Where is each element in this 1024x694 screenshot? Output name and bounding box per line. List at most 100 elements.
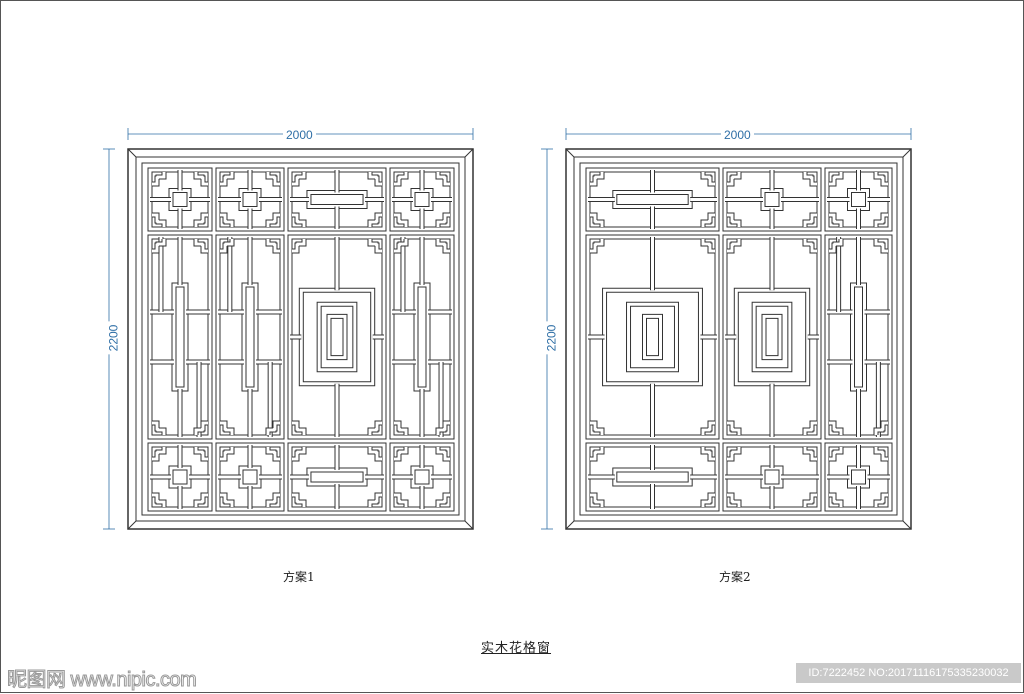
lattice-bar-core: [723, 235, 821, 439]
lattice-bar-core: [701, 447, 715, 461]
lattice-bar-core: [390, 443, 454, 511]
lattice-bar-core: [152, 493, 166, 507]
frame-miter-line: [127, 520, 137, 530]
lattice-bar-core: [394, 172, 408, 186]
lattice-bar-core: [368, 447, 382, 461]
lattice-bar-core: [152, 239, 166, 253]
lattice-bar-core: [266, 172, 280, 186]
lattice-bar-core: [390, 235, 454, 439]
window-2-height-dimension: 2200: [544, 321, 559, 355]
lattice-bar-core: [368, 421, 382, 435]
lattice-bar-core: [148, 168, 212, 231]
window-frame-inner: [579, 162, 898, 516]
lattice-bar-core: [734, 288, 810, 386]
lattice-bar-core: [803, 213, 817, 227]
lattice-bar-core: [436, 239, 450, 253]
lattice-bar-core: [266, 213, 280, 227]
lattice-bar-core: [874, 493, 888, 507]
lattice-bar-core: [152, 213, 166, 227]
lattice-bar-core: [829, 493, 843, 507]
lattice-bar-core: [152, 172, 166, 186]
lattice-bar-core: [590, 213, 604, 227]
lattice-bar-core: [825, 443, 892, 511]
lattice-bar-core: [368, 239, 382, 253]
lattice-bar-core: [436, 213, 450, 227]
window-2-width-dimension: 2000: [721, 128, 754, 142]
frame-miter-line: [902, 148, 912, 158]
lattice-bar-core: [288, 443, 386, 511]
lattice-bar-core: [727, 421, 741, 435]
lattice-window-2: [565, 148, 912, 530]
lattice-bar-core: [394, 239, 408, 253]
lattice-bar-core: [752, 302, 792, 372]
lattice-bar-core: [803, 493, 817, 507]
lattice-bar-core: [874, 213, 888, 227]
lattice-bar-core: [590, 447, 604, 461]
lattice-bar-core: [727, 172, 741, 186]
lattice-bar-core: [727, 493, 741, 507]
lattice-bar-core: [761, 189, 783, 210]
lattice-bar-core: [368, 493, 382, 507]
lattice-bar-core: [194, 239, 208, 253]
lattice-bar-core: [292, 213, 306, 227]
lattice-bar-core: [701, 421, 715, 435]
window-1-label: 方案1: [283, 570, 315, 584]
lattice-bar-core: [394, 447, 408, 461]
lattice-bar-core: [292, 421, 306, 435]
window-1-width-dimension: 2000: [283, 128, 316, 142]
lattice-bar-core: [723, 168, 821, 231]
lattice-bar-core: [220, 421, 234, 435]
lattice-bar-core: [590, 493, 604, 507]
lattice-bar-core: [299, 288, 375, 386]
lattice-bar-core: [586, 235, 719, 439]
lattice-bar-core: [825, 168, 892, 231]
lattice-bar-core: [723, 443, 821, 511]
lattice-bar-core: [874, 172, 888, 186]
lattice-bar-core: [803, 421, 817, 435]
window-2-label: 方案2: [719, 570, 751, 584]
lattice-bar-core: [701, 213, 715, 227]
lattice-bar-core: [317, 302, 357, 372]
lattice-bar-core: [220, 239, 234, 253]
lattice-bar-core: [411, 466, 433, 488]
lattice-bar-core: [590, 172, 604, 186]
lattice-bar-core: [701, 493, 715, 507]
lattice-bar-core: [194, 172, 208, 186]
lattice-bar-core: [292, 493, 306, 507]
lattice-bar-core: [436, 493, 450, 507]
lattice-bar-core: [829, 421, 843, 435]
lattice-bar-core: [727, 213, 741, 227]
lattice-bar-core: [874, 447, 888, 461]
frame-miter-line: [565, 520, 575, 530]
lattice-bar-core: [239, 466, 261, 488]
lattice-bar-core: [803, 239, 817, 253]
lattice-bar-core: [152, 447, 166, 461]
lattice-bar-core: [220, 493, 234, 507]
lattice-bar-core: [701, 172, 715, 186]
lattice-bar-core: [216, 168, 284, 231]
lattice-bar-core: [292, 239, 306, 253]
lattice-bar-core: [292, 447, 306, 461]
lattice-bar-core: [825, 235, 892, 439]
lattice-bar-core: [829, 172, 843, 186]
lattice-bar-core: [874, 421, 888, 435]
lattice-bar-core: [194, 493, 208, 507]
lattice-bar-core: [727, 239, 741, 253]
lattice-bar-core: [266, 239, 280, 253]
lattice-bar-core: [216, 443, 284, 511]
frame-miter-line: [902, 520, 912, 530]
lattice-bar-core: [368, 172, 382, 186]
lattice-bar-core: [169, 189, 191, 210]
lattice-bar-core: [288, 168, 386, 231]
lattice-bar-core: [368, 213, 382, 227]
window-frame-inner: [141, 162, 460, 516]
lattice-bar-core: [216, 235, 284, 439]
watermark-logo: 昵图网 www.nipic.com: [6, 669, 197, 692]
lattice-bar-core: [701, 239, 715, 253]
lattice-bar-core: [220, 213, 234, 227]
lattice-bar-core: [874, 239, 888, 253]
lattice-bar-core: [848, 466, 869, 488]
lattice-bar-core: [627, 302, 678, 372]
lattice-bar-core: [436, 421, 450, 435]
lattice-bar-core: [603, 288, 702, 386]
